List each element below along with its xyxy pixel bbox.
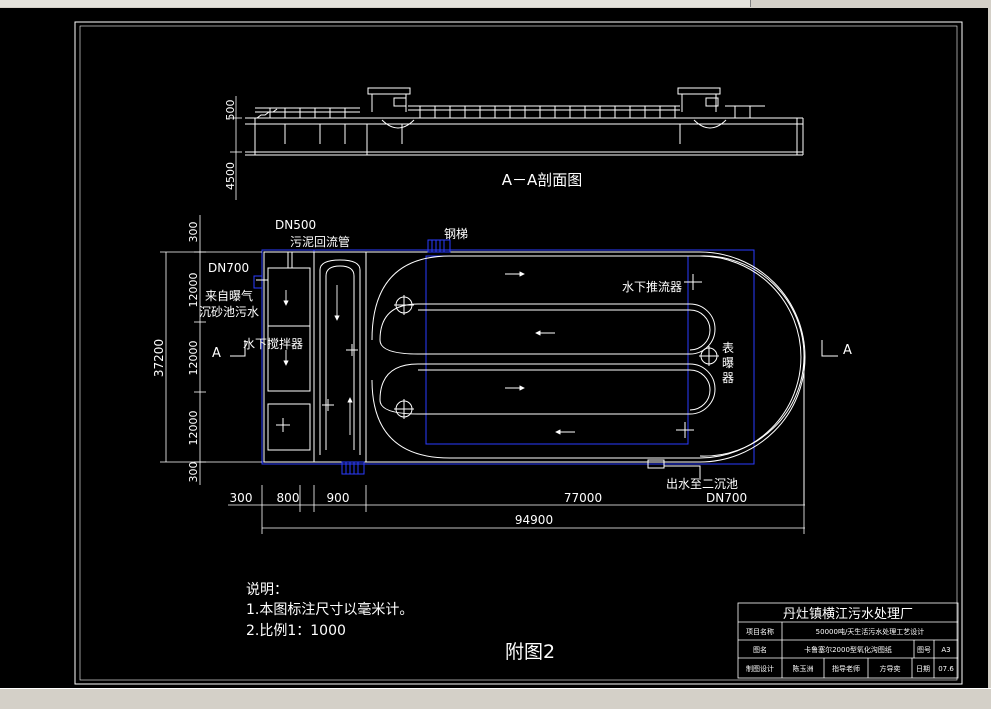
title-date-value: 07.6 — [938, 665, 954, 673]
tab-6[interactable] — [625, 0, 751, 7]
title-sheet-no-value: A3 — [941, 646, 950, 654]
vdim-4: 300 — [187, 462, 200, 483]
label-mixer: 水下搅拌器 — [243, 336, 303, 351]
flow-arrows — [283, 271, 575, 435]
title-row2-label: 图名 — [753, 645, 767, 654]
inlet-pipe — [256, 252, 293, 281]
window-tab-strip — [0, 0, 991, 8]
hdim-total: 94900 — [515, 513, 553, 527]
sheet-inner-border — [79, 25, 958, 681]
sheet-outer-border — [74, 21, 963, 685]
notes-line-1: 1.本图标注尺寸以毫米计。 — [246, 601, 413, 618]
title-advisor: 方导奕 — [880, 664, 901, 673]
title-row2-value: 卡鲁塞尔2000型氧化沟图纸 — [804, 645, 892, 654]
vdim-0: 300 — [187, 222, 200, 243]
title-company: 丹灶镇横江污水处理厂 — [783, 607, 913, 622]
section-dims — [230, 96, 242, 200]
label-dn700-inlet: DN700 — [208, 261, 249, 275]
section-mark-right: A — [843, 343, 852, 358]
label-pusher: 水下推流器 — [622, 280, 682, 294]
vdim-1: 12000 — [187, 273, 200, 308]
label-aerator-3: 器 — [722, 371, 734, 385]
title-sheet-no-label: 图号 — [917, 646, 931, 654]
section-marker — [230, 340, 838, 357]
hdim-1: 800 — [277, 491, 300, 505]
label-steel-ladder: 钢梯 — [444, 227, 468, 241]
title-row1-label: 项目名称 — [746, 627, 774, 636]
horizontal-dim-lines — [228, 485, 805, 534]
hdim-0: 300 — [230, 491, 253, 505]
label-aerator-1: 表 — [722, 341, 734, 355]
hdim-3: 77000 — [564, 491, 602, 505]
pusher-icon — [276, 274, 702, 438]
section-mark-left: A — [212, 346, 221, 361]
title-date-label: 日期 — [916, 665, 930, 673]
title-row3-label: 制图设计 — [746, 664, 774, 673]
oxidation-ditch-walls — [263, 251, 806, 463]
outflow-pipe — [647, 356, 805, 505]
label-aerator-2: 曝 — [722, 356, 734, 370]
title-block — [737, 602, 959, 679]
vdim-2: 12000 — [187, 341, 200, 376]
vertical-dim-lines — [160, 215, 262, 485]
window-right-edge — [988, 8, 991, 688]
notes-title: 说明： — [246, 582, 288, 598]
section-dim-4500: 4500 — [224, 162, 237, 190]
label-inflow-2: 沉砂池污水 — [199, 305, 259, 319]
figure-label: 附图2 — [505, 641, 555, 663]
label-inflow-1: 来自曝气 — [205, 288, 253, 303]
notes-line-2: 2.比例1：1000 — [246, 623, 346, 639]
vdim-total: 37200 — [152, 339, 166, 377]
title-row1-value: 50000吨/天生活污水处理工艺设计 — [816, 627, 925, 636]
title-advisor-label: 指导老师 — [832, 664, 860, 673]
section-dim-500: 500 — [224, 100, 237, 121]
vdim-3: 12000 — [187, 411, 200, 446]
section-title: A－A剖面图 — [502, 171, 583, 189]
hdim-2: 900 — [327, 491, 350, 505]
label-sludge-return: 污泥回流管 — [290, 234, 350, 249]
label-dn700-outlet: DN700 — [706, 491, 747, 505]
section-view — [245, 87, 804, 156]
label-outflow: 出水至二沉池 — [666, 477, 738, 491]
surface-aerator-icon — [394, 295, 719, 419]
steel-ladder — [253, 239, 451, 475]
label-dn500: DN500 — [275, 218, 316, 232]
window-status-bar — [0, 688, 991, 709]
title-designer: 陈玉洲 — [793, 664, 814, 673]
